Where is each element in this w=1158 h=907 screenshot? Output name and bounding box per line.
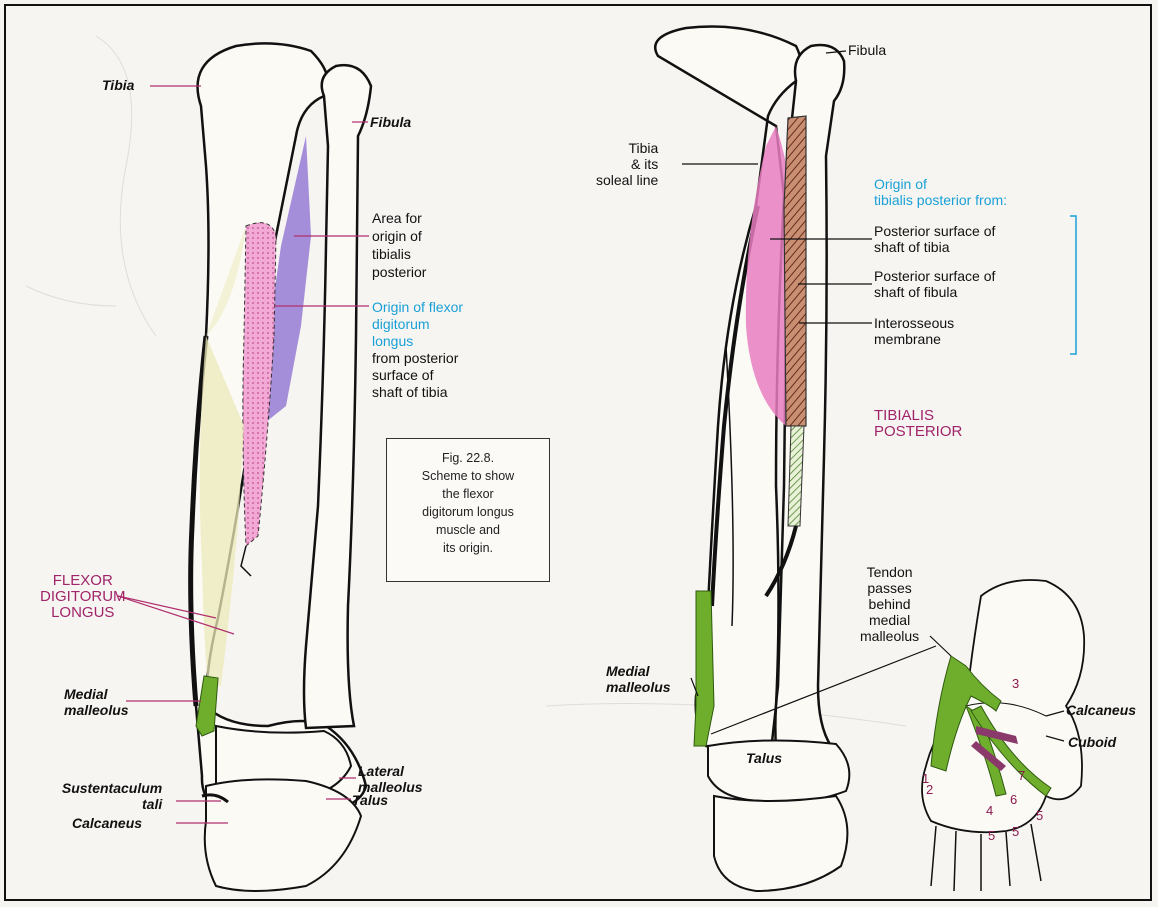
insertion-number-3: 3 <box>1012 676 1019 691</box>
label-talus-left: Talus <box>352 792 388 808</box>
insertion-number-4: 4 <box>986 803 993 818</box>
insertion-number-5c: 5 <box>1012 824 1019 839</box>
label-tibia-left: Tibia <box>102 77 134 93</box>
insertion-number-6: 6 <box>1010 792 1017 807</box>
insertion-number-5b: 5 <box>988 828 995 843</box>
insertion-number-7: 7 <box>1018 768 1025 783</box>
insertion-number-5a: 5 <box>1036 808 1043 823</box>
label-cuboid: Cuboid <box>1068 734 1116 750</box>
left-fibula-bone <box>304 65 371 728</box>
label-fibula-right: Fibula <box>848 42 886 58</box>
left-talus-calcaneus <box>202 726 361 891</box>
label-fibula-left: Fibula <box>370 114 411 130</box>
label-talus-right: Talus <box>746 750 782 766</box>
label-calcaneus-right: Calcaneus <box>1066 702 1136 718</box>
label-calcaneus-left: Calcaneus <box>72 815 142 831</box>
anatomy-illustration <box>6 6 1152 901</box>
blue-bracket <box>1070 216 1076 354</box>
insertion-number-2: 2 <box>926 782 933 797</box>
